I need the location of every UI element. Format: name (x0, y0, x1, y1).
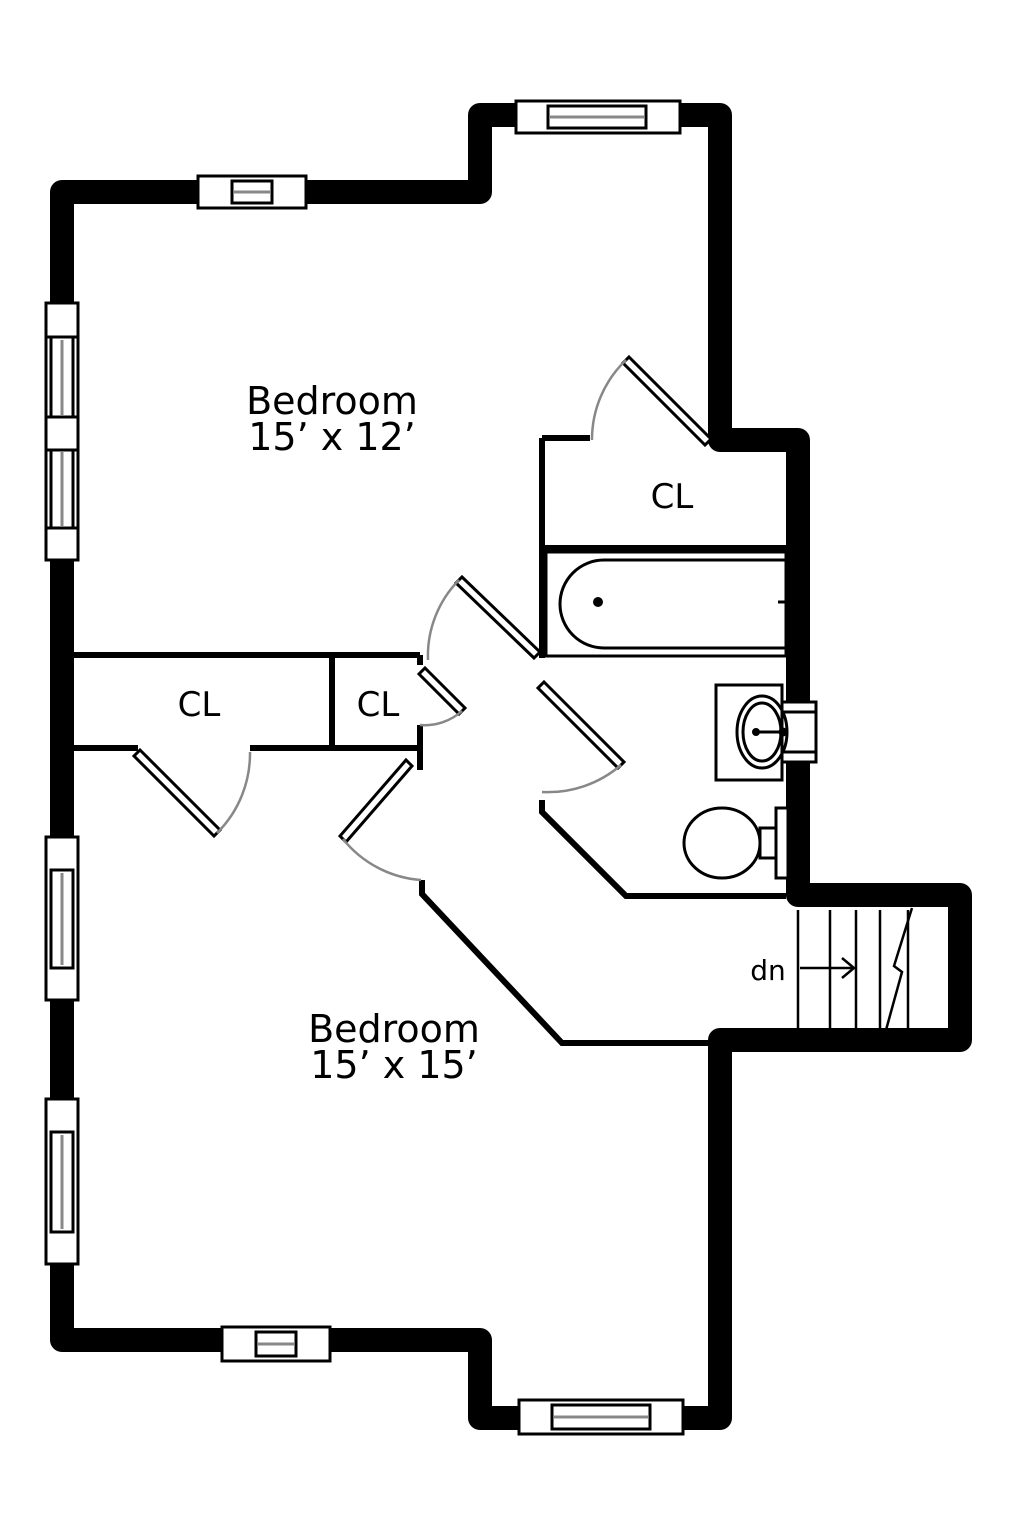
room-labels: Bedroom 15’ x 12’ Bedroom 15’ x 15’ CL C… (178, 379, 786, 1087)
room-name-lower: Bedroom (308, 1007, 480, 1051)
bathtub (544, 550, 788, 658)
window-left-upper (44, 301, 80, 562)
room-name-upper: Bedroom (246, 379, 418, 423)
bathroom-fixtures (544, 550, 790, 880)
interior-walls (62, 435, 786, 1046)
window-bottom-right (517, 1398, 685, 1436)
door-left-closet (131, 747, 252, 839)
window-top-right (514, 99, 682, 135)
window-left-middle (44, 835, 80, 1002)
closet-label-small: CL (357, 685, 400, 725)
closet-label-left: CL (178, 685, 221, 725)
door-bathroom (535, 679, 627, 794)
toilet (682, 806, 790, 880)
stairs-down-label: dn (750, 954, 786, 987)
door-lower-bedroom (337, 757, 422, 882)
doors (131, 354, 714, 882)
window-bottom-left (220, 1325, 332, 1363)
window-top-left (196, 174, 308, 210)
room-dims-upper: 15’ x 12’ (248, 415, 416, 459)
door-small-closet (416, 665, 468, 727)
room-dims-lower: 15’ x 15’ (310, 1043, 478, 1087)
exterior-walls (50, 103, 972, 1430)
closet-label-upper: CL (651, 477, 694, 517)
window-left-lower (44, 1097, 80, 1266)
door-upper-closet (590, 354, 714, 448)
sink (714, 683, 789, 782)
windows (44, 99, 818, 1436)
stairs (796, 907, 914, 1031)
door-upper-bedroom (426, 574, 543, 661)
